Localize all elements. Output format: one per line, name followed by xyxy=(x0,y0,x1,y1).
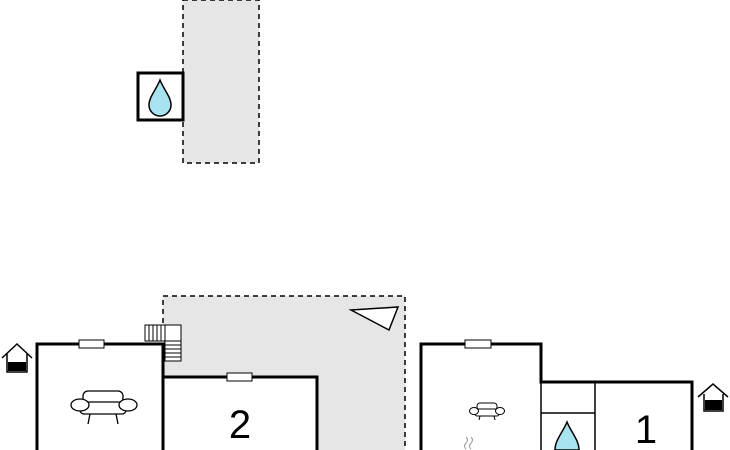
window xyxy=(464,339,492,349)
water-drop-icon xyxy=(554,419,580,450)
building-left xyxy=(35,339,319,450)
terrace-area-lower xyxy=(163,296,405,450)
window xyxy=(78,339,105,349)
terrace-area-top xyxy=(182,0,260,164)
pool-box-top xyxy=(136,71,185,122)
house-entrance-icon xyxy=(697,383,729,412)
heating-icon xyxy=(464,436,473,450)
stairs-icon xyxy=(144,324,182,362)
compass-arrow-icon xyxy=(348,306,400,332)
window xyxy=(226,372,253,382)
sofa-icon xyxy=(70,390,138,425)
room-number-2: 2 xyxy=(229,403,251,447)
house-entrance-icon xyxy=(1,342,33,373)
sofa-icon xyxy=(469,402,505,421)
room-number-1: 1 xyxy=(635,408,657,450)
building-right xyxy=(419,339,694,450)
water-drop-icon xyxy=(148,77,172,117)
